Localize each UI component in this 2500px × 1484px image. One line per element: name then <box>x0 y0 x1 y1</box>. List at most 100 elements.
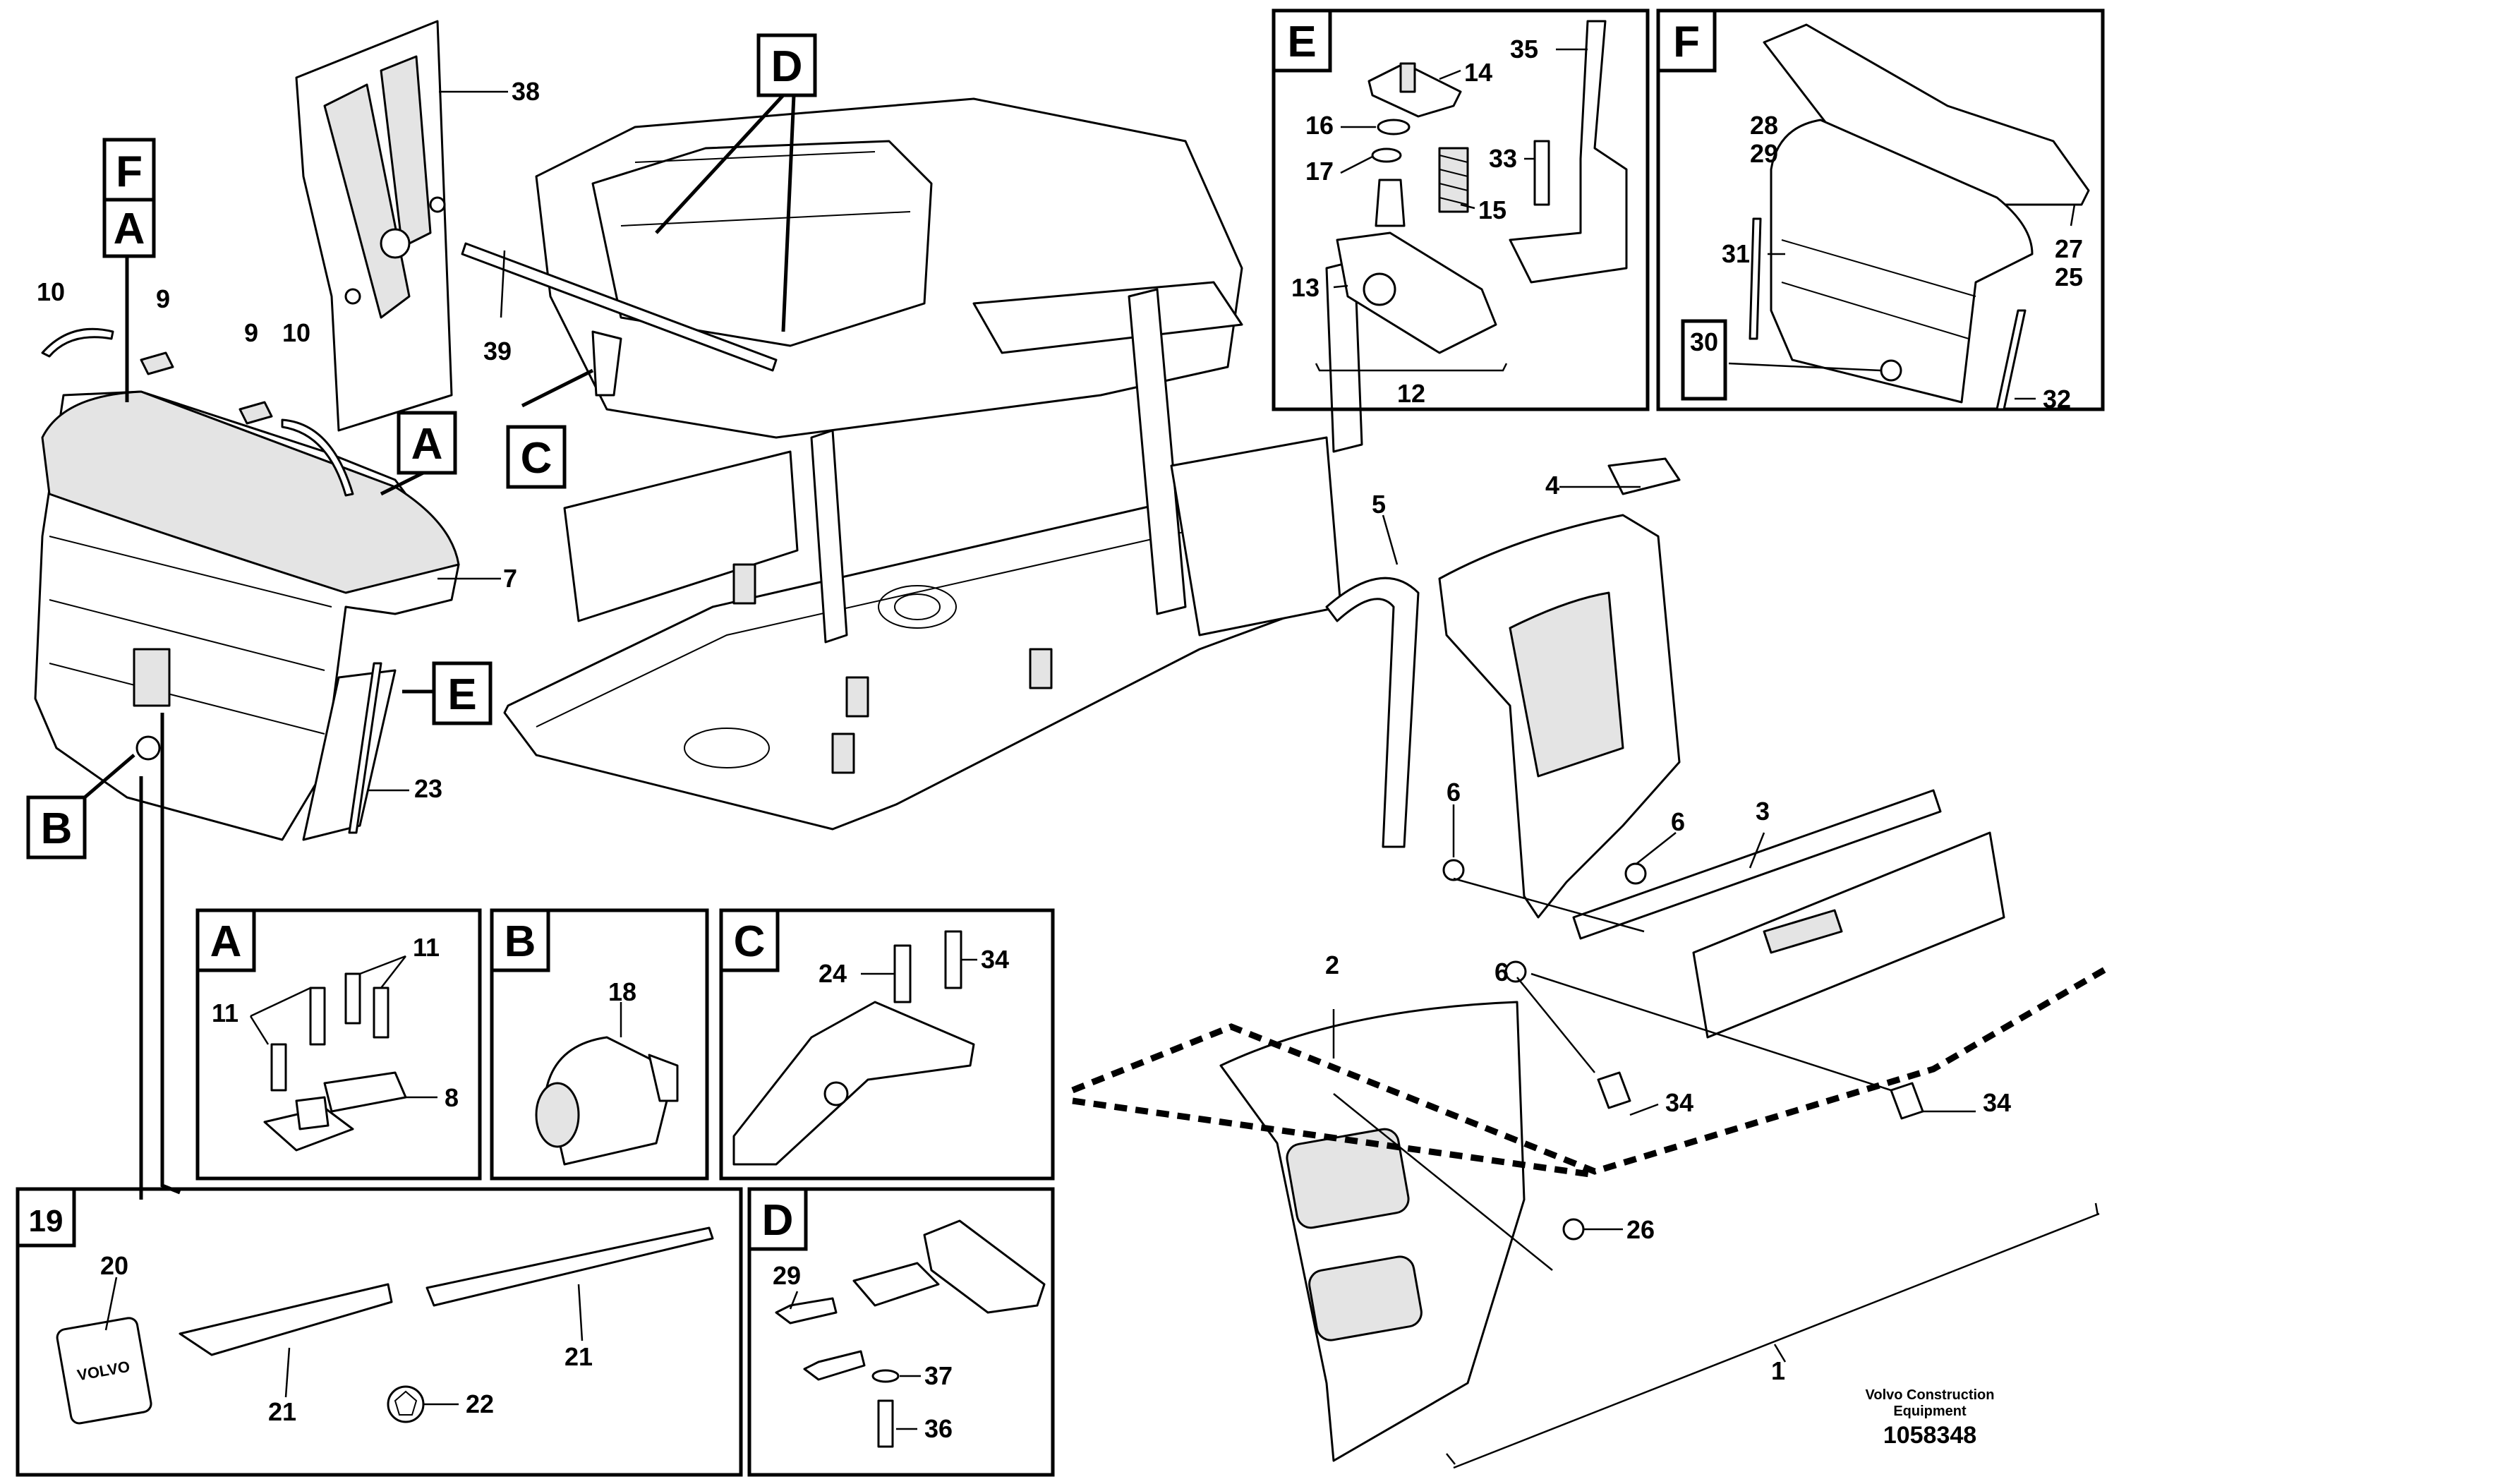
part-number-8: 8 <box>445 1083 459 1112</box>
part-number-33: 33 <box>1489 144 1517 173</box>
washer-16 <box>1377 119 1411 135</box>
part-number-9: 9 <box>156 284 170 313</box>
callout-A-main-left: A <box>102 198 156 258</box>
pin-17 <box>1375 179 1406 227</box>
part-number-14: 14 <box>1464 58 1492 87</box>
callout-A-label-2: A <box>411 420 443 469</box>
washer-6-right <box>1624 862 1647 885</box>
bolt-29b <box>803 1350 866 1381</box>
callout-F-label: F <box>116 147 143 196</box>
part-number-1: 1 <box>1771 1356 1785 1385</box>
bolt-29 <box>775 1297 838 1325</box>
leader-lines <box>367 90 1976 1271</box>
trim-strip-10-lower <box>281 418 354 497</box>
seal-strip-23 <box>348 662 382 834</box>
detail-frame-19: 19 VOLVO 20 21 21 22 <box>16 1187 743 1477</box>
part-number-13: 13 <box>1291 273 1320 302</box>
washer-6-lower <box>1504 960 1527 983</box>
rear-panel-4-block <box>1607 457 1681 495</box>
part-number-23: 23 <box>414 774 442 803</box>
bracket-D <box>923 1219 1046 1314</box>
part-number-7: 7 <box>503 564 517 593</box>
part-number-3: 3 <box>1756 797 1770 826</box>
part-number-12: 12 <box>1397 379 1425 408</box>
part-number-36: 36 <box>924 1414 953 1443</box>
bracket-35 <box>1509 20 1628 284</box>
part-number-18: 18 <box>608 977 636 1006</box>
footer-company-line1: Volvo Construction <box>1866 1387 1995 1403</box>
bolt-24 <box>893 944 912 1003</box>
part-number-27: 27 <box>2055 234 2083 263</box>
detail-frame-C: C 24 34 <box>719 908 1055 1181</box>
part-number-26: 26 <box>1626 1215 1655 1244</box>
washer-37 <box>871 1369 900 1383</box>
callout-E-main: E <box>432 661 493 725</box>
part-number-10: 10 <box>37 277 65 306</box>
callout-E-label: E <box>447 670 476 719</box>
part-number-11: 11 <box>212 999 238 1027</box>
bolt-34-C <box>944 930 962 989</box>
side-panel-38 <box>295 20 453 432</box>
part-number-2: 2 <box>1325 951 1339 979</box>
front-panel-assembly <box>34 390 460 841</box>
part-number-20: 20 <box>100 1251 128 1280</box>
trim-strip-21-left <box>179 1283 393 1356</box>
part-number-25: 25 <box>2055 263 2083 291</box>
trim-strip-39 <box>461 242 778 372</box>
part-number-29: 29 <box>1750 139 1778 168</box>
part-number-35: 35 <box>1510 35 1538 64</box>
trim-strip-5 <box>1325 577 1420 848</box>
part-number-29: 29 <box>773 1261 801 1290</box>
part-number-31: 31 <box>1722 239 1750 268</box>
bolt-11c <box>344 972 361 1025</box>
washer-6-left <box>1442 859 1465 881</box>
detail-F-title: F <box>1673 18 1700 66</box>
lower-panel-2 <box>1219 1001 1526 1462</box>
publisher-footer: Volvo Construction Equipment 1058348 <box>1866 1387 1995 1449</box>
part-number-6: 6 <box>1671 807 1685 836</box>
part-number-10: 10 <box>282 318 310 347</box>
washer-26 <box>1562 1218 1585 1241</box>
front-panel-F <box>1770 119 2034 404</box>
trim-strip-10-upper <box>41 327 114 358</box>
bolt-33 <box>1533 140 1550 206</box>
hinge-8 <box>323 1071 407 1113</box>
part-number-21: 21 <box>564 1342 593 1371</box>
clip-9-lower <box>238 401 273 425</box>
part-number-37: 37 <box>924 1361 953 1390</box>
side-panel-4 <box>1438 514 1681 919</box>
part-number-11: 11 <box>413 933 440 962</box>
detail-C-title: C <box>734 917 766 966</box>
part-number-34: 34 <box>1983 1088 2011 1117</box>
spring-15 <box>1438 147 1469 213</box>
group-bracket-1 <box>1453 1212 2100 1469</box>
callout-D-main: D <box>756 33 817 97</box>
bolt-11b <box>309 987 326 1046</box>
part-number-9: 9 <box>244 318 258 347</box>
emblem-20 <box>56 1317 152 1425</box>
part-number-17: 17 <box>1305 157 1334 186</box>
clip-9-upper <box>140 351 174 375</box>
part-number-5: 5 <box>1372 490 1386 519</box>
detail-frame-A: A 8 11 11 <box>195 908 482 1181</box>
part-number-24: 24 <box>819 959 847 988</box>
callout-B-main: B <box>26 795 87 859</box>
detail-D-title: D <box>762 1196 794 1245</box>
detail-frame-F: F 28 29 31 30 27 25 32 <box>1656 8 2105 414</box>
bolt-34-left <box>1597 1071 1631 1109</box>
bolt-34-right <box>1890 1082 1924 1120</box>
part-number-28: 28 <box>1750 111 1778 140</box>
cab-frame-assembly <box>503 97 1363 831</box>
detail-19-title: 19 <box>29 1204 64 1238</box>
callout-F-main: F <box>102 138 156 202</box>
part-number-22: 22 <box>466 1389 494 1418</box>
bracket-c-callout-part <box>591 330 622 397</box>
detail-frame-E: E 14 16 17 15 13 33 35 12 <box>1272 8 1650 411</box>
footer-reference-number: 1058348 <box>1883 1422 1976 1449</box>
part-number-38: 38 <box>512 77 540 106</box>
callout-A-label: A <box>114 205 145 253</box>
bracket-C <box>732 1001 975 1166</box>
part-number-6: 6 <box>1447 778 1461 807</box>
seal-32 <box>1995 309 2027 411</box>
